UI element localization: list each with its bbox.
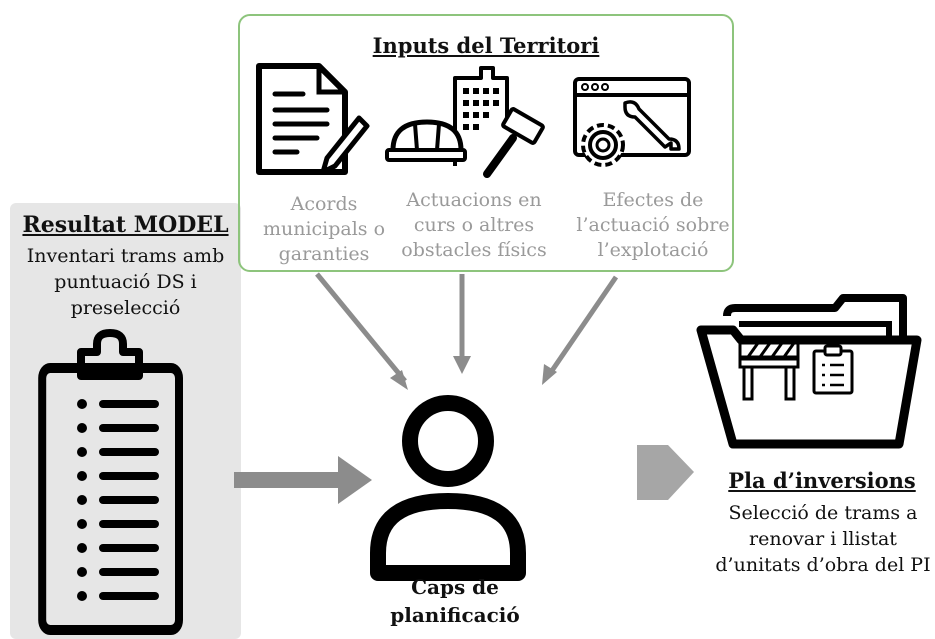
arrow-head-2	[453, 356, 471, 374]
investment-plan-description: Selecció de trams a renovar i llistat d’…	[715, 502, 931, 576]
clipboard-list-icon	[38, 329, 184, 635]
arrow-model-head	[338, 456, 372, 504]
construction-building-icon	[385, 66, 545, 178]
arrow-head-3	[542, 364, 557, 385]
territory-inputs-box	[238, 14, 734, 272]
person-icon	[370, 395, 526, 581]
model-result-description: Inventari trams amb puntuació DS i prese…	[26, 245, 225, 319]
document-pen-icon	[256, 63, 370, 175]
model-result-panel	[10, 203, 241, 639]
input-label-ongoing-works: Actuacions en curs o altres obstacles fí…	[401, 189, 547, 261]
browser-settings-icon	[573, 77, 691, 167]
model-result-title: Resultat MODEL	[22, 212, 229, 238]
input-label-municipal-agreements: Acords municipals o garanties	[262, 193, 386, 265]
territory-inputs-title: Inputs del Territori	[372, 33, 600, 58]
folder-icon	[696, 294, 922, 449]
arrow-input-1	[315, 272, 407, 383]
arrow-head-1	[390, 370, 408, 390]
checklist-clipboard-icon	[812, 344, 854, 395]
arrow-input-3	[546, 275, 619, 377]
planning-heads-label: Caps de planificació	[390, 575, 520, 627]
arrow-planning-to-plan	[637, 445, 694, 500]
roadworks-barrier-icon	[738, 341, 800, 401]
input-label-operation-effects: Efectes de l’actuació sobre l’explotació	[576, 189, 730, 261]
investment-plan-title: Pla d’inversions	[728, 468, 916, 493]
